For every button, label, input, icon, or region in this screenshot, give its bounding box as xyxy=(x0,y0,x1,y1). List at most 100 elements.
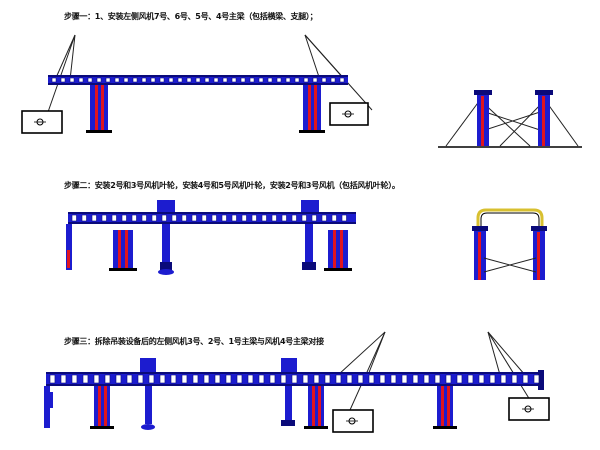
girder-panel xyxy=(203,374,210,384)
girder-panel xyxy=(258,374,265,384)
girder-panel xyxy=(221,214,227,222)
girder-panel xyxy=(192,374,199,384)
girder-panel xyxy=(291,374,298,384)
step-3-pier-1 xyxy=(90,386,114,429)
girder-panel xyxy=(301,214,307,222)
girder-panel xyxy=(213,77,219,83)
girder-panel xyxy=(168,77,174,83)
girder-panel xyxy=(271,214,277,222)
girder-panel xyxy=(115,374,122,384)
girder-panel xyxy=(51,77,57,83)
girder-panel xyxy=(141,77,147,83)
girder-panel xyxy=(241,214,247,222)
girder-panel xyxy=(339,77,345,83)
girder-panel xyxy=(222,77,228,83)
girder-panel xyxy=(357,374,364,384)
girder-panel xyxy=(281,214,287,222)
step-3-crane-cables xyxy=(337,331,531,411)
girder-panel xyxy=(131,214,137,222)
girder-panel xyxy=(201,214,207,222)
girder-panel xyxy=(423,374,430,384)
step-3-portal-frame-right xyxy=(281,358,297,426)
girder-panel xyxy=(60,374,67,384)
girder-panel xyxy=(236,374,243,384)
girder-panel xyxy=(126,374,133,384)
girder-panel xyxy=(456,374,463,384)
girder-panel xyxy=(321,214,327,222)
girder-panel xyxy=(82,374,89,384)
step-3-girder-panels xyxy=(49,374,540,384)
girder-panel xyxy=(390,374,397,384)
step-2-left-support-leg xyxy=(66,224,72,270)
step-3-pier-2 xyxy=(304,386,328,429)
winch-box-icon xyxy=(329,102,369,126)
step-1-crane-cables xyxy=(47,34,373,113)
girder-panel xyxy=(401,374,408,384)
girder-panel xyxy=(49,374,56,384)
girder-panel xyxy=(69,77,75,83)
girder-panel xyxy=(104,374,111,384)
girder-panel xyxy=(285,77,291,83)
girder-panel xyxy=(150,77,156,83)
girder-panel xyxy=(231,77,237,83)
winch-box-icon xyxy=(508,397,550,421)
girder-panel xyxy=(321,77,327,83)
girder-panel xyxy=(132,77,138,83)
girder-panel xyxy=(214,374,221,384)
girder-panel xyxy=(533,374,540,384)
girder-panel xyxy=(368,374,375,384)
girder-panel xyxy=(412,374,419,384)
girder-panel xyxy=(60,77,66,83)
girder-panel xyxy=(500,374,507,384)
girder-panel xyxy=(522,374,529,384)
girder-panel xyxy=(247,374,254,384)
girder-panel xyxy=(181,214,187,222)
girder-panel xyxy=(261,214,267,222)
girder-panel xyxy=(101,214,107,222)
step-1-pier-right xyxy=(299,85,325,133)
girder-panel xyxy=(346,374,353,384)
girder-panel xyxy=(148,374,155,384)
girder-panel xyxy=(280,374,287,384)
girder-panel xyxy=(231,214,237,222)
girder-panel xyxy=(335,374,342,384)
girder-panel xyxy=(71,214,77,222)
girder-panel xyxy=(114,77,120,83)
girder-panel xyxy=(302,374,309,384)
step-1-girder-panels xyxy=(51,77,345,83)
step-2-pier-right xyxy=(324,230,352,271)
girder-panel xyxy=(204,77,210,83)
girder-panel xyxy=(71,374,78,384)
girder-panel xyxy=(276,77,282,83)
girder-panel xyxy=(170,374,177,384)
girder-panel xyxy=(312,77,318,83)
girder-panel xyxy=(141,214,147,222)
girder-panel xyxy=(81,214,87,222)
girder-panel xyxy=(78,77,84,83)
girder-panel xyxy=(159,77,165,83)
girder-panel xyxy=(225,374,232,384)
girder-panel xyxy=(478,374,485,384)
girder-panel xyxy=(303,77,309,83)
girder-panel xyxy=(191,214,197,222)
girder-panel xyxy=(467,374,474,384)
step-3-label: 步骤三：拆除吊装设备后的左侧风机3号、2号、1号主梁与风机4号主梁对接 xyxy=(64,337,324,346)
girder-panel xyxy=(258,77,264,83)
girder-panel xyxy=(511,374,518,384)
girder-panel xyxy=(137,374,144,384)
girder-panel xyxy=(379,374,386,384)
girder-panel xyxy=(87,77,93,83)
girder-panel xyxy=(331,214,337,222)
girder-panel xyxy=(186,77,192,83)
girder-panel xyxy=(111,214,117,222)
girder-panel xyxy=(251,214,257,222)
girder-panel xyxy=(330,77,336,83)
girder-panel xyxy=(294,77,300,83)
girder-panel xyxy=(341,214,347,222)
step-1-group xyxy=(21,34,582,148)
step-2-label: 步骤二：安装2号和3号风机叶轮，安装4号和5号风机叶轮，安装2号和3号风机（包括… xyxy=(64,181,400,190)
step-1-pier-left xyxy=(86,85,112,133)
girder-panel xyxy=(105,77,111,83)
step-3-portal-frame-left xyxy=(140,358,156,430)
